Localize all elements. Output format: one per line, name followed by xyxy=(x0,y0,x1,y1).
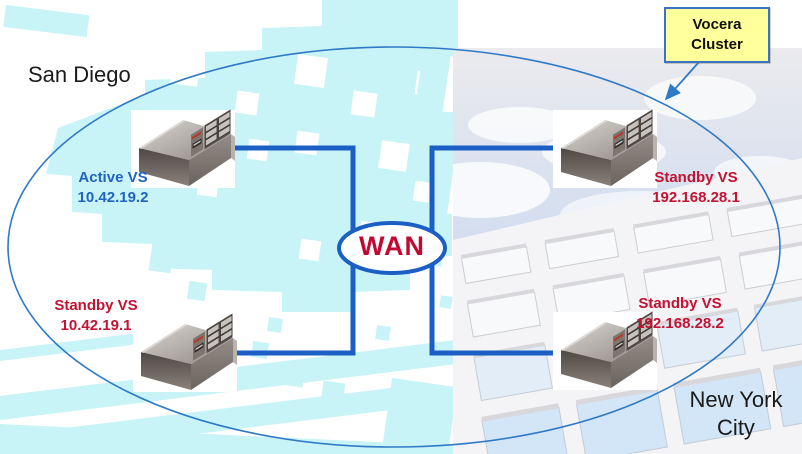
server-role: Active VS xyxy=(78,169,148,186)
wan-label: WAN xyxy=(359,231,425,261)
callout-arrow-icon xyxy=(664,61,700,101)
server-label-standby-ny2: Standby VS 192.168.28.2 xyxy=(614,294,746,334)
server-ip: 10.42.19.1 xyxy=(60,317,132,334)
server-label-standby-ny1: Standby VS 192.168.28.1 xyxy=(630,168,762,208)
site-label-new-york: New York City xyxy=(676,386,796,442)
server-label-standby-sd: Standby VS 10.42.19.1 xyxy=(36,296,156,336)
server-role: Standby VS xyxy=(638,295,722,312)
callout-line2: Cluster xyxy=(691,36,743,53)
callout-line1: Vocera xyxy=(692,16,742,33)
site-label-line2: City xyxy=(717,415,755,440)
server-ip: 10.42.19.2 xyxy=(77,189,149,206)
vocera-cluster-callout: Vocera Cluster xyxy=(664,7,770,63)
server-role: Standby VS xyxy=(654,169,738,186)
site-label-line1: New York xyxy=(689,387,783,412)
server-label-active-sd: Active VS 10.42.19.2 xyxy=(48,168,178,208)
server-ip: 192.168.28.2 xyxy=(636,315,724,332)
wan-ellipse xyxy=(337,221,447,275)
server-ip: 192.168.28.1 xyxy=(652,189,740,206)
cluster-boundary-ellipse xyxy=(7,46,781,448)
site-label-san-diego: San Diego xyxy=(28,62,131,87)
server-role: Standby VS xyxy=(54,297,138,314)
